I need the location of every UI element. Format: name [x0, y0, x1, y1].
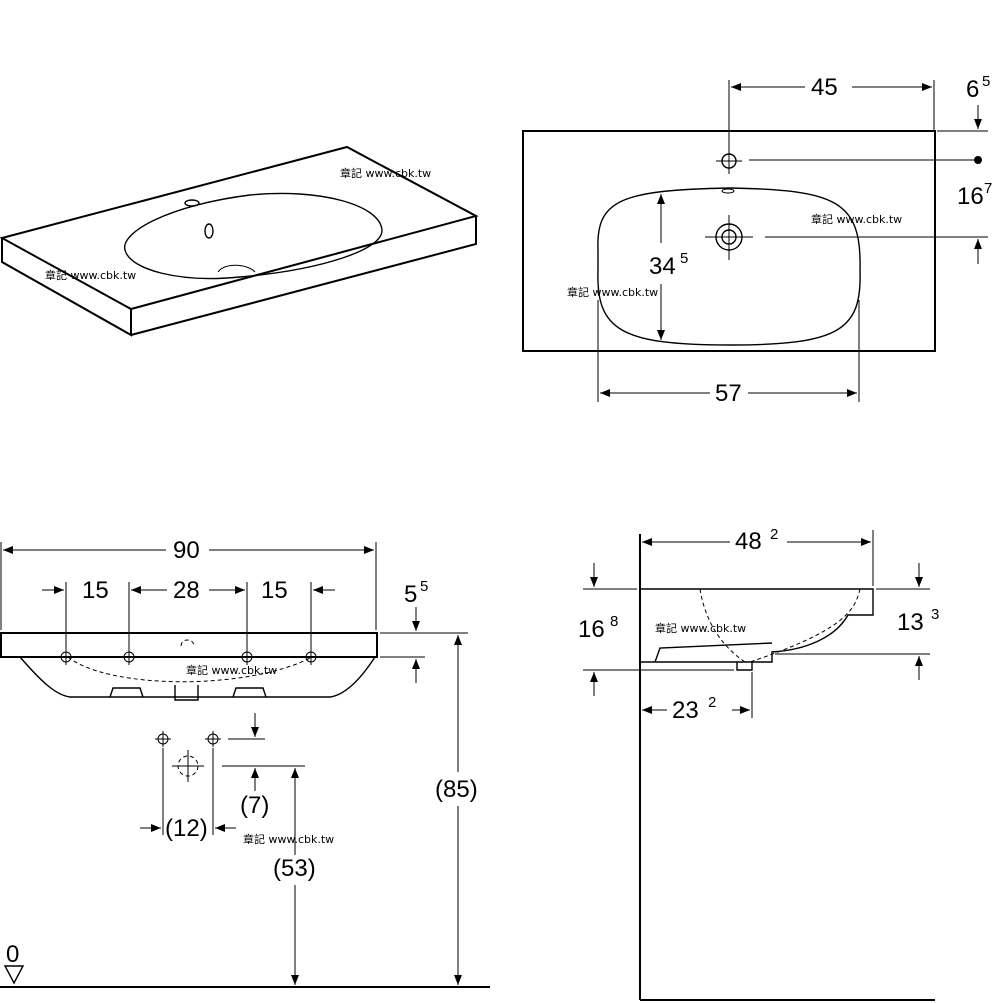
top-view: 45 6 5 16 7 34 5 57 章記 www.cbk.tw 章記 www…: [522, 73, 992, 407]
dim-13-3: 13: [897, 609, 924, 636]
waste-outlet-symbol: [172, 750, 204, 782]
dim-12: (12): [165, 815, 208, 842]
iso-basin: [124, 192, 383, 280]
dim-5-5-sup: 5: [420, 578, 428, 595]
dimension-dot: [974, 156, 982, 164]
dim-16-7: 16: [957, 183, 984, 210]
side-bowl-bottom: [654, 642, 773, 663]
watermark-text: 章記 www.cbk.tw: [340, 166, 431, 180]
isometric-view: 章記 www.cbk.tw 章記 www.cbk.tw: [0, 145, 479, 337]
dim-6-5-sup: 5: [982, 73, 990, 90]
dim-34-5-sup: 5: [680, 250, 688, 267]
supply-valve-symbol: [155, 731, 171, 747]
watermark-text: 章記 www.cbk.tw: [655, 621, 746, 635]
dim-53: (53): [273, 855, 316, 882]
top-overflow: [721, 188, 735, 194]
side-view: 48 2 16 8 13 3 23 2 章記 www.cbk.tw: [578, 526, 939, 1001]
watermark-text: 章記 www.cbk.tw: [567, 285, 658, 299]
floor-datum-icon: [3, 965, 25, 985]
supply-valve-symbol: [205, 731, 221, 747]
watermark-text: 章記 www.cbk.tw: [45, 268, 136, 282]
dim-16-8-sup: 8: [610, 613, 618, 630]
front-foot: [109, 687, 144, 698]
dim-16-7-sup: 7: [984, 180, 992, 197]
watermark-text: 章記 www.cbk.tw: [811, 212, 902, 226]
iso-left-front-face: [0, 238, 132, 337]
front-outlet: [174, 685, 199, 701]
dim-15-right: 15: [261, 577, 288, 604]
dim-48-2: 48: [735, 528, 762, 555]
dim-6-5: 6: [966, 76, 979, 103]
top-bowl: [597, 187, 861, 346]
side-outlet: [736, 662, 753, 671]
iso-drain: [217, 264, 256, 273]
front-view: 90 15 28 15 5 5 (85): [0, 537, 490, 988]
dim-23-2-sup: 2: [708, 694, 716, 711]
dim-85: (85): [435, 776, 478, 803]
side-hidden-line: [699, 588, 746, 663]
dim-48-2-sup: 2: [770, 526, 778, 543]
watermark-text: 章記 www.cbk.tw: [243, 832, 334, 846]
dim-7: (7): [240, 792, 269, 819]
dim-57: 57: [715, 380, 742, 407]
dim-45: 45: [811, 74, 838, 101]
dim-5-5: 5: [404, 581, 417, 608]
mounting-hole: [303, 649, 319, 665]
front-bowl-body: [19, 656, 376, 698]
dim-34-5: 34: [649, 253, 676, 280]
dim-16-8: 16: [578, 616, 605, 643]
watermark-text: 章記 www.cbk.tw: [186, 663, 277, 677]
iso-tap-hole: [184, 199, 200, 207]
dim-15-left: 15: [82, 577, 109, 604]
dim-28: 28: [173, 577, 200, 604]
mounting-hole: [121, 649, 137, 665]
iso-overflow: [204, 223, 214, 239]
dim-13-3-sup: 3: [931, 606, 939, 623]
mounting-hole: [239, 649, 255, 665]
dim-23-2: 23: [672, 697, 699, 724]
mounting-hole: [58, 649, 74, 665]
front-overflow-hidden: [180, 639, 195, 647]
front-foot: [232, 687, 267, 698]
side-basin-profile: [640, 588, 874, 663]
front-bowl-hidden: [67, 656, 313, 683]
iso-right-front-face: [130, 216, 477, 336]
side-hidden-line: [749, 588, 861, 663]
floor-label: 0: [6, 941, 19, 968]
front-rim: [0, 632, 378, 658]
dim-90: 90: [173, 537, 200, 564]
